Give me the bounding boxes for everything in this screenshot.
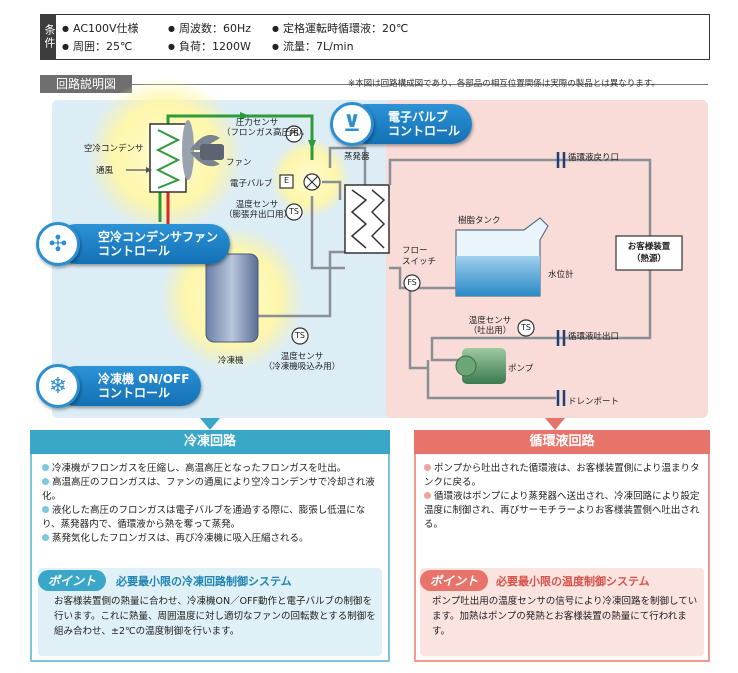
label-airflow: 通風: [96, 166, 114, 176]
label-e: E: [283, 176, 290, 185]
flow-switch: [403, 274, 421, 292]
condition-item: AC100V仕様: [62, 20, 139, 36]
label-ts: TS: [521, 323, 531, 332]
circulation-bullets: ポンプから吐出された循環液は、お客様装置側により温まりタンクに戻る。 循環液はポ…: [424, 462, 702, 532]
valve-controller: [279, 174, 294, 189]
label-evaporator: 蒸発器: [344, 152, 370, 162]
bullet-item: 蒸発気化したフロンガスは、再び冷凍機に吸入圧縮される。: [42, 532, 382, 546]
fan-control-badge: 空冷コンデンサファン コントロール: [56, 224, 231, 264]
pressure-sensor: [285, 125, 303, 143]
label-return-port: 循環液戻り口: [568, 153, 620, 163]
fan-icon: ✣: [36, 222, 80, 266]
label-resin-tank: 樹脂タンク: [458, 216, 501, 226]
label-pump: ポンプ: [508, 364, 534, 374]
bullet-item: 高温高圧のフロンガスは、ファンの通風により空冷コンデンサで冷却され液化。: [42, 477, 375, 502]
label-pressure-sensor: 圧力センサ （フロンガス高圧用）: [222, 118, 308, 138]
condition-item: 流量：7L/min: [272, 38, 354, 54]
label-valve: 電子バルブ: [230, 179, 273, 189]
fan: [182, 120, 224, 180]
temp-sensor-expansion: [285, 203, 303, 221]
evap-to-tank: [389, 266, 456, 290]
bullet-item: 循環液はポンプにより蒸発器へ送出され、冷凍回路により設定温度に制御され、再びサー…: [424, 491, 700, 530]
diagram-note: ※本図は回路構成図であり、各部品の相互位置関係は実際の製品とは異なります。: [348, 79, 660, 89]
label-ps: PS: [289, 129, 299, 138]
condition-item: 周波数：60Hz: [168, 20, 251, 36]
circulation-point-body: ポンプ吐出用の温度センサの信号により冷凍回路を制御しています。加熱はポンプの発熱…: [432, 596, 698, 637]
circulation-point-title: 必要最小限の温度制御システム: [496, 575, 650, 588]
label-drain-port: ドレンポート: [568, 397, 620, 407]
section-title: 回路説明図: [40, 75, 132, 93]
label-fan: ファン: [226, 158, 252, 168]
refrigeration-panel-title: 冷凍回路: [30, 430, 390, 454]
valve-icon: ⊻: [330, 102, 374, 146]
refrigerant-line-suction: [240, 250, 345, 318]
label-flow-switch: フロー スイッチ: [402, 246, 437, 267]
customer-device: [615, 235, 683, 271]
label-temp-sensor-expansion: 温度センサ （膨張弁出口用）: [224, 200, 293, 220]
circulation-panel-title: 循環液回路: [414, 430, 710, 454]
condition-item: 定格運転時循環液：20℃: [272, 20, 408, 36]
temp-sensor-suction: [291, 327, 309, 345]
refrigeration-point-body: お客様装置側の熱量に合わせ、冷凍機ON／OFF動作と電子バルブの制御を行います。…: [54, 596, 376, 637]
conditions-label: 条件: [40, 14, 56, 60]
refrigeration-point-title: 必要最小限の冷凍回路制御システム: [116, 575, 292, 588]
left-panel-pointer: [200, 418, 220, 430]
point-tag: ポイント: [38, 570, 107, 591]
label-level-gauge: 水位計: [548, 270, 574, 280]
pump: [455, 348, 506, 384]
evaporator: [344, 184, 390, 254]
bullet-item: ポンプから吐出された循環液は、お客様装置側により温まりタンクに戻る。: [424, 463, 700, 488]
refrigerant-line-expand: [310, 196, 345, 270]
bullet-item: 液化した高圧のフロンガスは電子バルブを通過する際に、膨張し低温になり、蒸発器内で…: [42, 505, 366, 530]
label-temp-sensor-discharge: 温度センサ （吐出用）: [468, 316, 512, 336]
circulation-panel: [414, 430, 710, 662]
refrigeration-bullets: 冷凍機がフロンガスを圧縮し、高温高圧となったフロンガスを吐出。 高温高圧のフロン…: [42, 462, 382, 546]
resin-tank: [455, 217, 549, 297]
point-tag: ポイント: [420, 570, 489, 591]
outlet-line: [430, 336, 560, 362]
label-condenser: 空冷コンデンサ: [84, 144, 144, 154]
section-divider: [132, 84, 708, 85]
return-line: [388, 158, 560, 185]
label-customer-device: お客様装置 （熱源）: [627, 242, 671, 264]
condition-item: 周囲：25℃: [62, 38, 132, 54]
condition-item: 負荷：1200W: [168, 38, 251, 54]
pump-line: [426, 360, 556, 400]
right-panel-pointer: [545, 418, 565, 430]
compressor: [205, 253, 259, 343]
label-fs: FS: [407, 278, 417, 287]
bullet-item: 冷凍機がフロンガスを圧縮し、高温高圧となったフロンガスを吐出。: [42, 462, 382, 476]
label-ts: TS: [289, 207, 299, 216]
onoff-control-badge: 冷凍機 ON/OFF コントロール: [56, 366, 202, 406]
snowflake-icon: ❄: [36, 364, 80, 408]
label-outlet-port: 循環液吐出口: [568, 332, 620, 342]
label-temp-sensor-suction: 温度センサ （冷凍機吸込み用）: [263, 352, 341, 372]
temp-sensor-discharge: [517, 319, 535, 337]
refrigeration-panel: [30, 430, 390, 662]
label-compressor: 冷凍機: [218, 356, 244, 366]
label-ts: TS: [295, 331, 305, 340]
